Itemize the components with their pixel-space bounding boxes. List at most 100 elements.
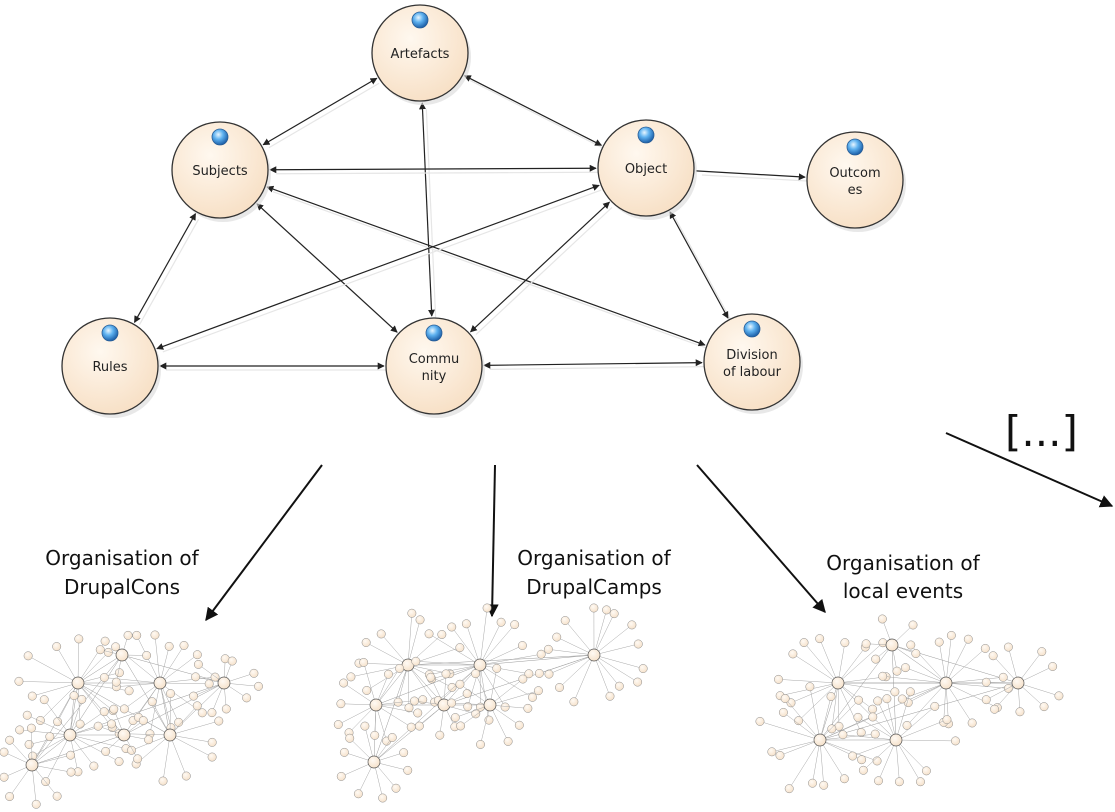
thumb-node: [934, 637, 944, 647]
thumb-node: [799, 638, 809, 648]
thumb-node: [101, 746, 111, 756]
thumb-node: [755, 716, 765, 726]
thumb-hub-node: [71, 676, 85, 690]
thumb-edge: [169, 734, 213, 758]
thumb-edge: [149, 682, 161, 734]
thumb-node: [456, 721, 466, 731]
thumb-node: [778, 707, 788, 717]
thumb-edge: [121, 654, 225, 684]
node-circle: [385, 317, 483, 415]
thumb-edge: [1017, 682, 1060, 697]
node-division[interactable]: Division of labour: [703, 313, 803, 414]
thumb-node: [981, 677, 991, 687]
thumb-hub-node: [367, 755, 381, 769]
thumb-edge: [819, 696, 832, 741]
thumb-node: [333, 720, 343, 729]
thumb-edge: [123, 682, 225, 736]
thumb-node: [0, 747, 9, 757]
thumb-node: [138, 716, 148, 726]
thumb-node: [455, 643, 465, 653]
thumb-node: [124, 686, 134, 696]
thumb-edge: [77, 638, 80, 684]
thumb-node: [403, 765, 413, 775]
thumb-node: [963, 634, 973, 644]
thumb-edge: [375, 664, 409, 706]
thumb-node: [633, 677, 643, 687]
edge-community-division: [483, 359, 703, 369]
thumb-edge: [69, 734, 95, 767]
node-label: of labour: [723, 365, 782, 380]
thumb-node: [411, 656, 421, 666]
thumb-edge: [593, 609, 607, 656]
thumb-node: [871, 654, 881, 664]
thumb-node: [496, 617, 506, 627]
thumb-edge: [812, 739, 821, 784]
thumb-edge: [31, 734, 71, 766]
node-label: es: [848, 183, 863, 198]
node-object[interactable]: Object: [597, 119, 697, 220]
node-label: Rules: [92, 360, 127, 375]
node-circle: [597, 119, 695, 217]
thumb-node: [826, 692, 836, 702]
edge-shadow: [701, 174, 808, 182]
thumb-node: [189, 691, 198, 701]
thumb-edge: [819, 699, 859, 741]
thumb-node: [339, 678, 349, 688]
thumb-node: [455, 679, 465, 689]
node-label: Division: [726, 348, 778, 363]
thumb-node: [877, 614, 887, 624]
node-artefacts[interactable]: Artefacts: [371, 4, 471, 105]
node-circle: [61, 317, 159, 415]
thumb-edge: [77, 652, 109, 684]
thumb-node: [988, 651, 998, 661]
thumb-edge: [162, 734, 171, 782]
node-label: Subjects: [192, 164, 248, 179]
thumb-edge: [375, 668, 400, 706]
thumb-edge: [895, 739, 956, 742]
thumb-node: [784, 784, 794, 794]
thumb-node: [500, 702, 510, 712]
thumb-node: [254, 681, 263, 691]
thumb-node: [204, 679, 214, 689]
thumb-node: [774, 674, 783, 684]
thumb-edge: [895, 706, 935, 741]
node-rules[interactable]: Rules: [61, 317, 161, 418]
thumb-edge: [479, 654, 595, 666]
thumb-node: [362, 686, 372, 695]
thumb-edge: [19, 729, 71, 736]
node-subjects[interactable]: Subjects: [171, 121, 271, 222]
thumb-node: [503, 736, 513, 746]
thumb-edge: [593, 654, 638, 683]
thumb-edge: [480, 704, 491, 745]
thumb-edge: [891, 644, 947, 684]
thumb-edge: [945, 682, 1009, 689]
thumb-node: [840, 638, 850, 648]
thumb-node: [858, 765, 868, 775]
edge-shadow: [138, 219, 200, 325]
thumb-edge: [44, 699, 71, 736]
thumb-node: [838, 730, 848, 740]
thumb-node: [52, 791, 62, 801]
thumb-edge: [945, 639, 969, 684]
thumb-edge: [905, 667, 947, 684]
thumb-edge: [77, 654, 123, 684]
thumb-node: [111, 642, 121, 652]
thumb-node: [627, 620, 637, 630]
thumb-edge: [159, 682, 172, 728]
thumb-edge: [169, 734, 213, 743]
thumb-edge: [489, 678, 524, 706]
thumb-edge: [878, 739, 897, 781]
thumb-node: [462, 689, 472, 699]
thumb-node: [946, 630, 956, 640]
edge-shadow: [470, 80, 604, 149]
thumb-node: [339, 747, 349, 757]
thumb-node: [127, 745, 137, 755]
thumb-edge: [479, 624, 515, 666]
thumb-node: [221, 704, 231, 714]
thumb-node: [614, 681, 624, 691]
thumb-node: [404, 703, 414, 713]
thumb-node: [902, 720, 912, 730]
thumb-node: [981, 695, 991, 705]
